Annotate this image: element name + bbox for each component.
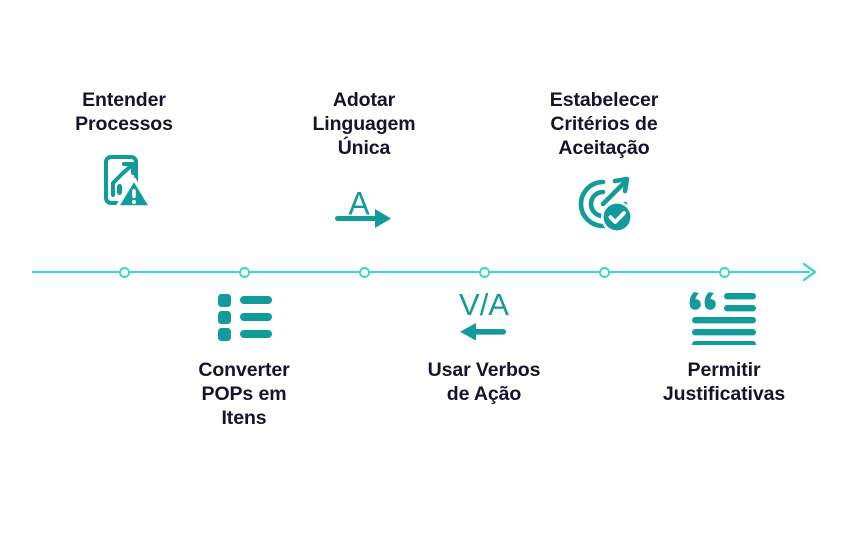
step-2-label: Converter POPs em Itens [198,359,290,430]
timeline-node-5[interactable] [598,266,610,278]
document-growth-warning-icon [19,146,229,216]
timeline-axis-line [32,271,810,273]
step-4-label: Usar Verbos de Ação [427,359,541,406]
timeline-step-3[interactable]: Adotar Linguagem Única A [259,88,469,241]
quote-lines-icon [619,282,829,352]
timeline-step-6[interactable]: Permitir Justificativas [619,282,829,406]
timeline-arrowhead-icon [802,262,817,282]
step-1-label: Entender Processos [75,89,173,136]
timeline-step-5[interactable]: Estabelecer Critérios de Aceitação [499,88,709,241]
timeline-node-4[interactable] [478,266,490,278]
letter-a-arrow-right-icon: A [259,171,469,241]
bulleted-list-icon [139,282,349,352]
step-3-label: Adotar Linguagem Única [312,89,416,160]
timeline-node-1[interactable] [118,266,130,278]
timeline-step-1[interactable]: Entender Processos [19,88,229,216]
timeline-node-3[interactable] [358,266,370,278]
verb-action-arrow-left-icon: V/A [379,282,589,352]
step-6-label: Permitir Justificativas [662,359,786,406]
timeline-step-2[interactable]: Converter POPs em Itens [139,282,349,431]
timeline-node-6[interactable] [718,266,730,278]
svg-text:V/A: V/A [459,287,509,322]
timeline-step-4[interactable]: V/A Usar Verbos de Ação [379,282,589,406]
step-5-label: Estabelecer Critérios de Aceitação [549,89,659,160]
timeline-node-2[interactable] [238,266,250,278]
svg-text:A: A [348,185,370,221]
target-check-icon [499,171,709,241]
